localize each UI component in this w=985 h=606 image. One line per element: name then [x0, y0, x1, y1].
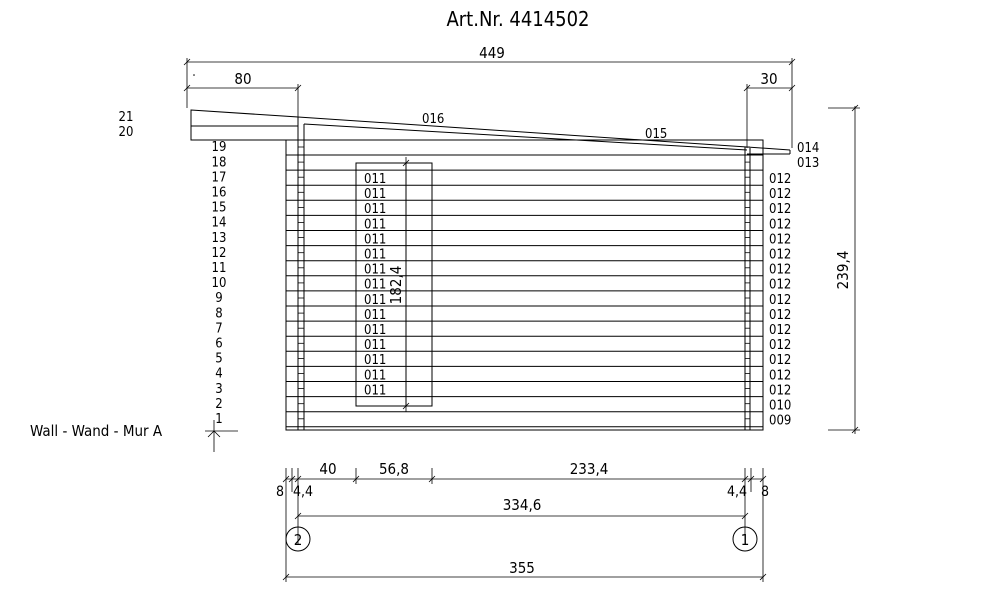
row-number: 1 [215, 412, 222, 427]
top-dimensions: 449 80 30 [183, 44, 796, 148]
door-part-code: 011 [364, 338, 386, 353]
drawing-title: Art.Nr. 4414502 [446, 7, 589, 31]
dim-b-40: 40 [319, 460, 336, 478]
dim-overhang-left: 80 [234, 70, 251, 88]
dim-b-568: 56,8 [379, 460, 409, 478]
wall-label: Wall - Wand - Mur A [30, 422, 163, 440]
right-part-codes: 0120120120120120120120120120120120120120… [769, 172, 791, 429]
door-part-code: 011 [364, 202, 386, 217]
wall-label-group: Wall - Wand - Mur A [30, 420, 238, 452]
row-number: 15 [212, 201, 227, 216]
right-part-code: 012 [769, 293, 791, 308]
right-part-code: 012 [769, 232, 791, 247]
axis-label-right: 1 [741, 531, 750, 549]
right-part-code: 012 [769, 383, 791, 398]
dim-b-44-left: 4,4 [293, 484, 313, 500]
door-part-code: 011 [364, 232, 386, 247]
row-number: 16 [212, 186, 227, 201]
dim-b-8-left: 8 [276, 484, 284, 500]
axis-marker-right [732, 526, 758, 552]
axis-label-left: 2 [294, 531, 303, 549]
door-part-code: 011 [364, 293, 386, 308]
dim-b-8-right: 8 [761, 484, 769, 500]
wall-body: 0110110110110110110110110110110110110110… [285, 117, 764, 431]
right-part-code: 012 [769, 368, 791, 383]
part-015: 015 [645, 127, 667, 142]
right-part-code: 012 [769, 172, 791, 187]
axis-marker-left [285, 526, 311, 552]
row-number: 8 [215, 306, 222, 321]
part-016: 016 [422, 112, 444, 127]
row-number: 11 [212, 261, 227, 276]
dim-b-2334: 233,4 [570, 460, 609, 478]
row-number: 14 [212, 216, 227, 231]
row-number: 7 [215, 321, 222, 336]
door-part-code: 011 [364, 353, 386, 368]
height-dimension: 239,4 [828, 104, 860, 434]
dim-b-44-right: 4,4 [727, 484, 747, 500]
part-013: 013 [797, 156, 819, 171]
dim-base-width: 355 [509, 559, 535, 577]
row-number: 3 [215, 382, 222, 397]
right-part-code: 012 [769, 323, 791, 338]
dim-axis-span: 334,6 [503, 496, 542, 514]
door-frame [355, 162, 433, 407]
dim-overall-width: 449 [479, 44, 505, 62]
row-number: 13 [212, 231, 227, 246]
row-number: 18 [212, 155, 227, 170]
right-part-code: 012 [769, 263, 791, 278]
right-part-code: 012 [769, 187, 791, 202]
dim-overhang-right: 30 [760, 70, 777, 88]
row-number: 9 [215, 291, 222, 306]
part-014: 014 [797, 141, 819, 156]
right-part-code: 012 [769, 202, 791, 217]
door-part-code: 011 [364, 217, 386, 232]
row-number: 19 [212, 140, 227, 155]
right-part-code: 012 [769, 248, 791, 263]
right-part-code: 012 [769, 278, 791, 293]
door-part-code: 011 [364, 278, 386, 293]
dim-height: 239,4 [834, 251, 852, 290]
row-number: 21 [119, 110, 134, 125]
door-part-code: 011 [364, 172, 386, 187]
row-number: 17 [212, 170, 227, 185]
bottom-dimensions: 8 4,4 40 56,8 233,4 4,4 8 334,6 355 2 1 [276, 460, 769, 582]
door-part-code: 011 [364, 187, 386, 202]
dim-door-height: 182,4 [387, 266, 405, 305]
row-number: 5 [215, 352, 222, 367]
row-number: 20 [119, 125, 134, 140]
door-part-code: 011 [364, 323, 386, 338]
right-part-code: 012 [769, 338, 791, 353]
door-part-code: 011 [364, 383, 386, 398]
door-part-code: 011 [364, 263, 386, 278]
row-number: 4 [215, 367, 222, 382]
right-part-code: 010 [769, 399, 791, 414]
row-number: 2 [215, 397, 222, 412]
row-number: 6 [215, 337, 222, 352]
door-part-code: 011 [364, 248, 386, 263]
door-part-code: 011 [364, 368, 386, 383]
right-part-code: 012 [769, 217, 791, 232]
door-part-code: 011 [364, 308, 386, 323]
right-part-code: 012 [769, 353, 791, 368]
row-number: 12 [212, 246, 227, 261]
right-part-code: 009 [769, 414, 791, 429]
right-part-code: 012 [769, 308, 791, 323]
row-number: 10 [212, 276, 227, 291]
